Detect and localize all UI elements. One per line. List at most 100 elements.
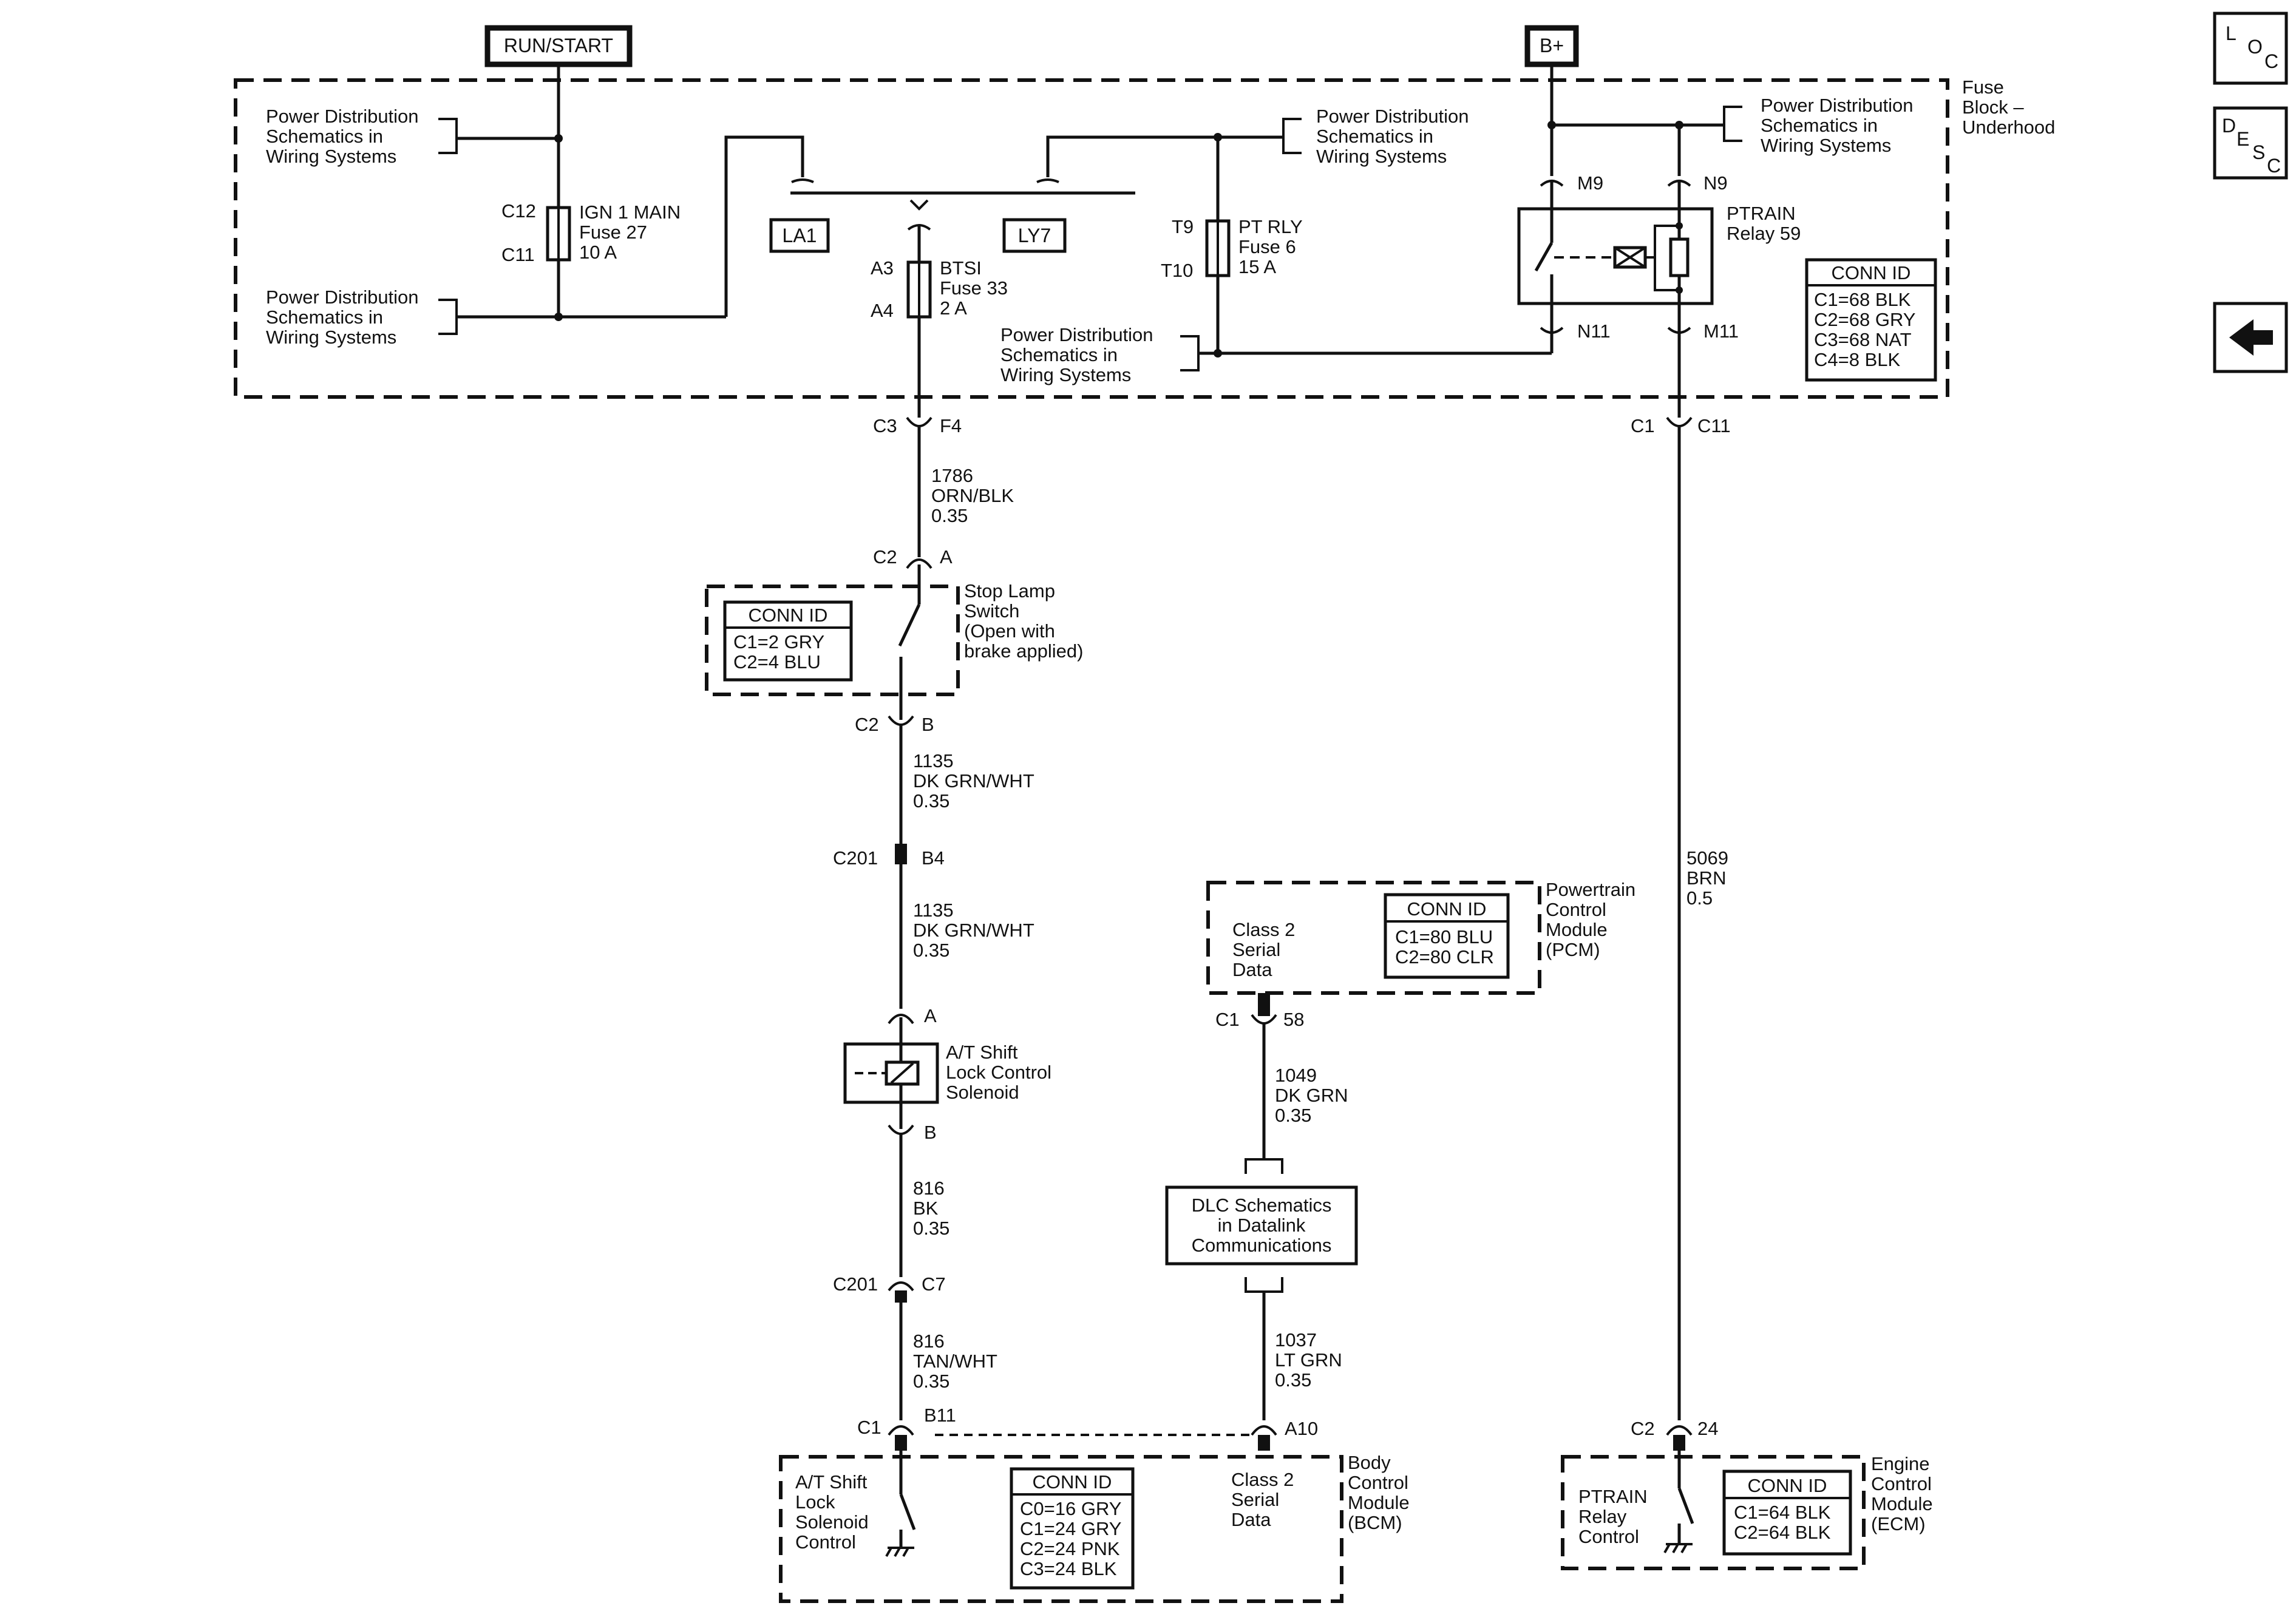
loc-button[interactable]: L O C (2213, 12, 2288, 85)
svg-text:A10: A10 (1285, 1418, 1318, 1439)
connector-c3-f4: C3 F4 (873, 415, 962, 436)
dlc-schematics-ref[interactable]: DLC Schematics in Datalink Communication… (1165, 1158, 1358, 1293)
desc-letter-d: D (2222, 115, 2236, 137)
svg-text:C2: C2 (873, 546, 897, 568)
svg-text:C2: C2 (855, 714, 879, 735)
fuse-block-label: Fuse Block – Underhood (1962, 76, 2055, 138)
svg-text:B4: B4 (922, 847, 945, 869)
svg-text:C11: C11 (1697, 415, 1731, 436)
svg-text:A: A (924, 1005, 937, 1026)
desc-letter-s: S (2252, 141, 2265, 163)
desc-letter-e: E (2237, 128, 2249, 150)
svg-text:A4: A4 (871, 300, 894, 321)
svg-text:A3: A3 (871, 257, 894, 279)
svg-text:M9: M9 (1577, 172, 1603, 194)
arrow-left-icon (2229, 319, 2273, 356)
loc-letter-c: C (2264, 50, 2278, 72)
connector-c1-c11: C1 C11 (1631, 415, 1731, 436)
svg-text:DLC Schematics: DLC Schematics (1192, 1195, 1332, 1216)
svg-text:T9: T9 (1172, 216, 1194, 237)
connector-c1-b11: C1 B11 (857, 1405, 956, 1451)
svg-text:N9: N9 (1703, 172, 1728, 194)
connector-c201-c7: C201 C7 (833, 1273, 946, 1303)
svg-text:C12: C12 (501, 200, 536, 222)
svg-text:in Datalink: in Datalink (1218, 1215, 1306, 1236)
svg-text:A: A (940, 546, 953, 568)
svg-text:LY7: LY7 (1018, 225, 1051, 246)
option-la1: LA1 (769, 218, 830, 253)
connector-solenoid-b: B (888, 1122, 937, 1143)
desc-button[interactable]: D E S C (2213, 106, 2288, 180)
svg-text:N11: N11 (1577, 320, 1611, 342)
svg-text:C1: C1 (1631, 415, 1655, 436)
connector-c1-58: C1 58 (1215, 993, 1304, 1030)
svg-text:C1: C1 (857, 1417, 881, 1438)
svg-text:24: 24 (1697, 1418, 1718, 1439)
svg-text:B11: B11 (924, 1405, 956, 1426)
svg-text:C11: C11 (501, 244, 535, 265)
svg-text:C7: C7 (922, 1273, 946, 1295)
connector-c2-24: C2 24 (1631, 1418, 1718, 1451)
connector-solenoid-a: A (888, 1005, 937, 1026)
fuse-block-outline (234, 78, 1949, 399)
connector-c201-b4: C201 B4 (833, 844, 945, 869)
svg-text:LA1: LA1 (783, 225, 817, 246)
svg-text:CONN ID: CONN ID (1832, 262, 1911, 283)
loc-letter-l: L (2226, 22, 2237, 44)
b-plus-source: B+ (1524, 25, 1579, 67)
svg-text:CONN ID: CONN ID (749, 605, 828, 626)
svg-text:CONN ID: CONN ID (1033, 1471, 1112, 1493)
svg-text:B+: B+ (1540, 35, 1564, 56)
svg-text:C201: C201 (833, 847, 878, 869)
svg-text:Communications: Communications (1192, 1235, 1332, 1256)
svg-text:B: B (924, 1122, 937, 1143)
svg-text:C201: C201 (833, 1273, 878, 1295)
svg-text:F4: F4 (940, 415, 962, 436)
back-button[interactable] (2213, 302, 2288, 373)
svg-text:58: 58 (1283, 1009, 1304, 1030)
svg-text:T10: T10 (1161, 260, 1193, 281)
svg-text:M11: M11 (1703, 320, 1739, 342)
option-ly7: LY7 (1002, 218, 1067, 253)
svg-text:CONN ID: CONN ID (1407, 898, 1487, 920)
connector-c2-a: C2 A (873, 546, 953, 569)
svg-text:RUN/START: RUN/START (504, 35, 613, 56)
svg-text:C3: C3 (873, 415, 897, 436)
svg-text:C2: C2 (1631, 1418, 1655, 1439)
